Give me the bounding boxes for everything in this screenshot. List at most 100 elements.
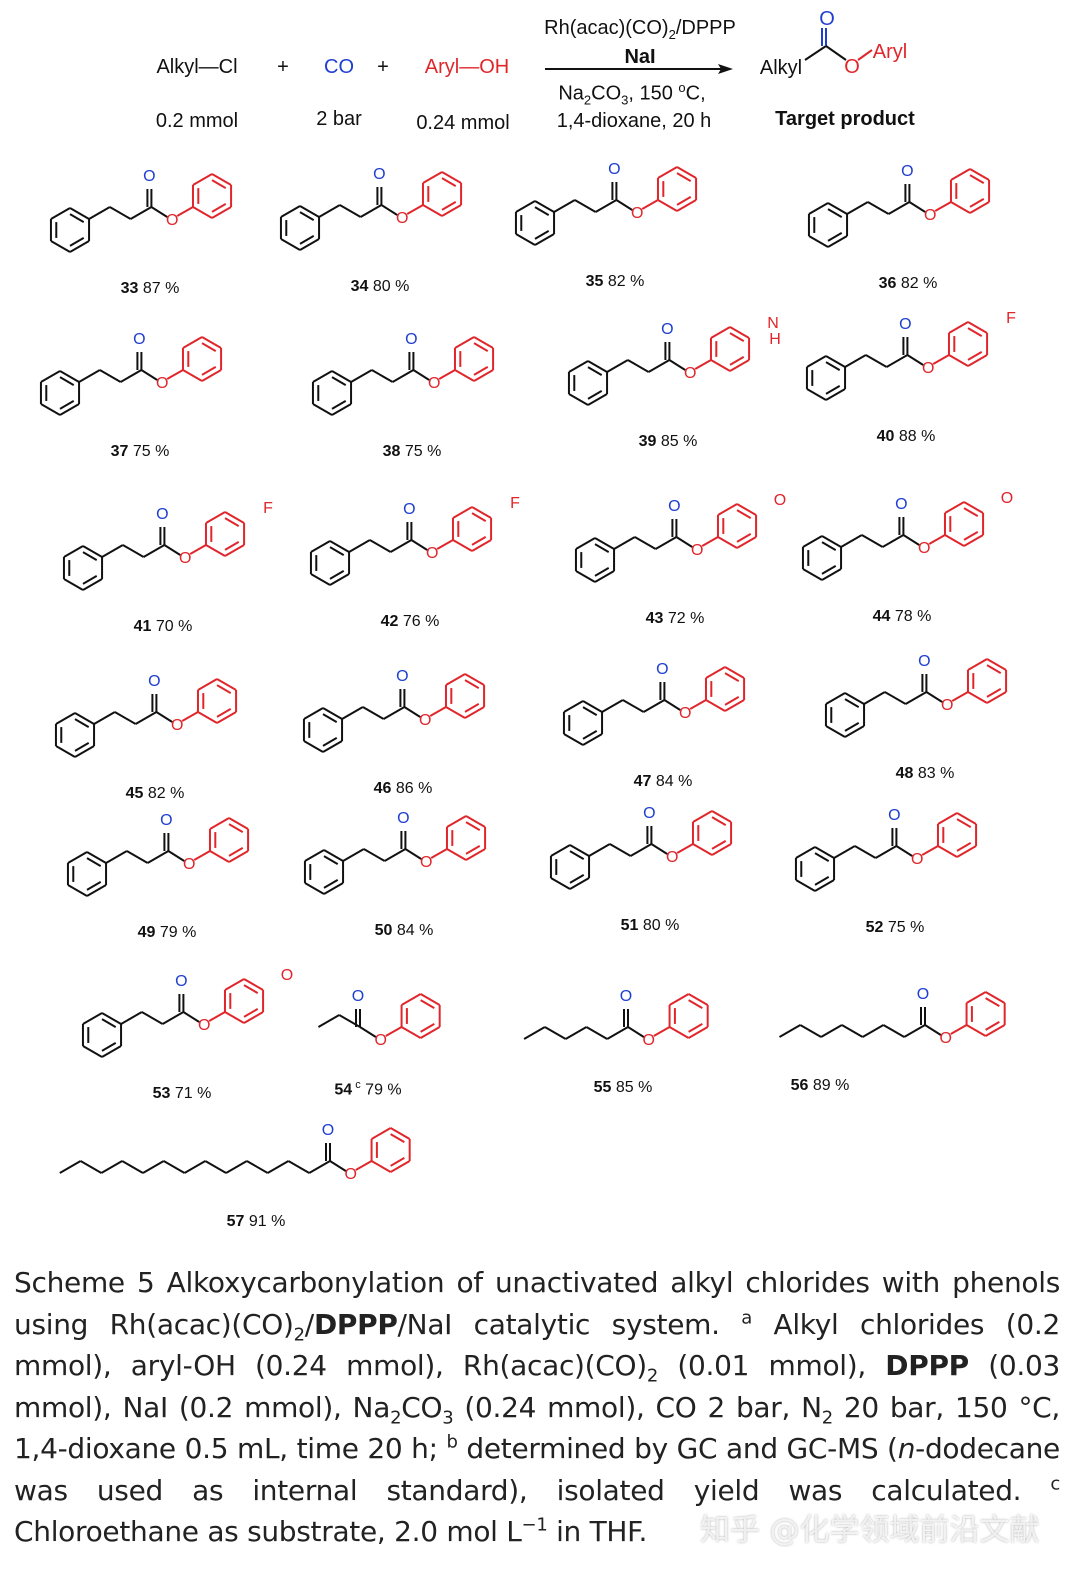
phenyl-ring: [825, 385, 841, 395]
ester-oxygen: O: [179, 550, 191, 567]
compound-yield: 70 %: [151, 618, 193, 635]
ester-oxygen: O: [198, 1017, 210, 1034]
aryl-ring: [465, 845, 481, 855]
aryl-ring: [197, 711, 218, 724]
chain-bond: [143, 544, 165, 558]
chain-bond: [308, 1160, 331, 1174]
aryl-ring: [371, 1160, 392, 1173]
phenyl-ring: [563, 733, 584, 746]
chain-bond: [339, 204, 362, 218]
aryl-ring: [224, 517, 240, 527]
carbonyl-oxygen: O: [620, 988, 632, 1005]
phenyl-ring: [50, 207, 71, 220]
chain-bond: [121, 1160, 144, 1174]
chain-bond: [854, 845, 877, 859]
aryl-ring: [465, 815, 486, 828]
aryl-ring: [967, 691, 988, 704]
ester-oxygen: O: [666, 849, 678, 866]
aryl-ring: [209, 850, 230, 863]
ester-oxygen: O: [171, 717, 183, 734]
phenyl-ring: [299, 235, 315, 245]
compound-yield: 85 %: [611, 1079, 653, 1096]
compound-yield: 75 %: [883, 919, 925, 936]
compound-label: 36 82 %: [879, 275, 938, 293]
aryl-ring: [446, 848, 467, 861]
phenyl-ring: [844, 692, 865, 705]
compound-label: 48 83 %: [896, 765, 955, 783]
catalyst-text: Rh(acac)(CO): [544, 17, 669, 39]
compound-label: 42 76 %: [381, 613, 440, 631]
aryl-ring: [711, 810, 732, 823]
phenyl-ring: [814, 846, 835, 859]
phenyl-ring: [587, 393, 608, 406]
carbonyl-oxygen: O: [608, 161, 620, 178]
ester-bond: [627, 1026, 645, 1038]
phenyl-ring: [795, 879, 816, 892]
phenyl-ring: [550, 844, 571, 857]
chain-bond: [846, 201, 869, 215]
carbonyl-oxygen: O: [322, 1122, 334, 1139]
phenyl-ring: [587, 360, 608, 373]
chain-bond: [342, 848, 365, 862]
ester-oxygen: O: [918, 540, 930, 557]
ester-oxygen: O: [922, 360, 934, 377]
chain-bond: [105, 850, 128, 864]
aryl-ring: [676, 172, 692, 182]
amount-co: 2 bar: [316, 108, 362, 130]
caption-segment: 2: [821, 1407, 833, 1429]
amount-aryl-oh: 0.24 mmol: [416, 112, 510, 134]
phenyl-ring: [844, 725, 865, 738]
aryl-ring: [729, 332, 745, 342]
aryl-bond: [193, 850, 211, 861]
aryl-bond: [189, 544, 207, 555]
ester-oxygen: O: [631, 205, 643, 222]
phenyl-ring: [814, 879, 835, 892]
compound-label: 50 84 %: [375, 922, 434, 940]
aryl-ring: [956, 818, 972, 828]
aryl-ring: [224, 541, 240, 551]
chain-bond: [634, 536, 657, 550]
phenyl-ring: [323, 882, 344, 895]
phenyl-ring: [825, 388, 846, 401]
solvent-label: 1,4-dioxane, 20 h: [556, 110, 712, 132]
chain-bond: [184, 1160, 206, 1174]
compound-number: 52: [865, 919, 884, 936]
ester-bond: [329, 1160, 347, 1172]
aryl-ring: [724, 696, 740, 706]
aryl-ring: [454, 336, 475, 349]
phenyl-ring: [825, 692, 846, 705]
phenyl-ring: [55, 712, 76, 725]
phenyl-ring: [74, 718, 90, 728]
caption-segment: Alkoxycarbonylation of unactivated alkyl…: [14, 1266, 1060, 1341]
aryl-ring: [228, 817, 249, 830]
chain-bond: [225, 1160, 248, 1174]
phenyl-ring: [329, 570, 345, 580]
compound-number: 51: [620, 917, 639, 934]
compound-number: 46: [373, 780, 392, 797]
chain-bond: [363, 848, 386, 862]
carbonyl-oxygen: O: [899, 316, 911, 333]
aryl-ring: [669, 993, 690, 1006]
aryl-ring: [986, 664, 1002, 674]
phenyl-ring: [331, 370, 352, 383]
aryl-ring: [201, 369, 222, 382]
phenyl-ring: [304, 882, 325, 895]
chain-bond: [622, 699, 645, 713]
aryl-ring: [711, 816, 727, 826]
aryl-ring: [471, 536, 487, 546]
phenyl-ring: [312, 370, 333, 383]
chain-bond: [122, 544, 145, 558]
carbonyl-oxygen: O: [656, 661, 668, 678]
chain-bond: [360, 204, 382, 218]
aryl-ring: [688, 1023, 703, 1033]
aryl-ring: [963, 531, 979, 541]
ester-bond: [182, 1011, 200, 1023]
watermark: 知乎 @化学领域前沿文献: [700, 1513, 1040, 1548]
compound-number: 43: [645, 610, 664, 627]
phenyl-ring: [86, 851, 107, 864]
aryl-bond: [355, 1160, 373, 1171]
phenyl-ring: [825, 725, 846, 738]
compound-number: 44: [872, 608, 891, 625]
aryl-ring: [963, 507, 979, 517]
aryl-ring: [966, 991, 987, 1004]
